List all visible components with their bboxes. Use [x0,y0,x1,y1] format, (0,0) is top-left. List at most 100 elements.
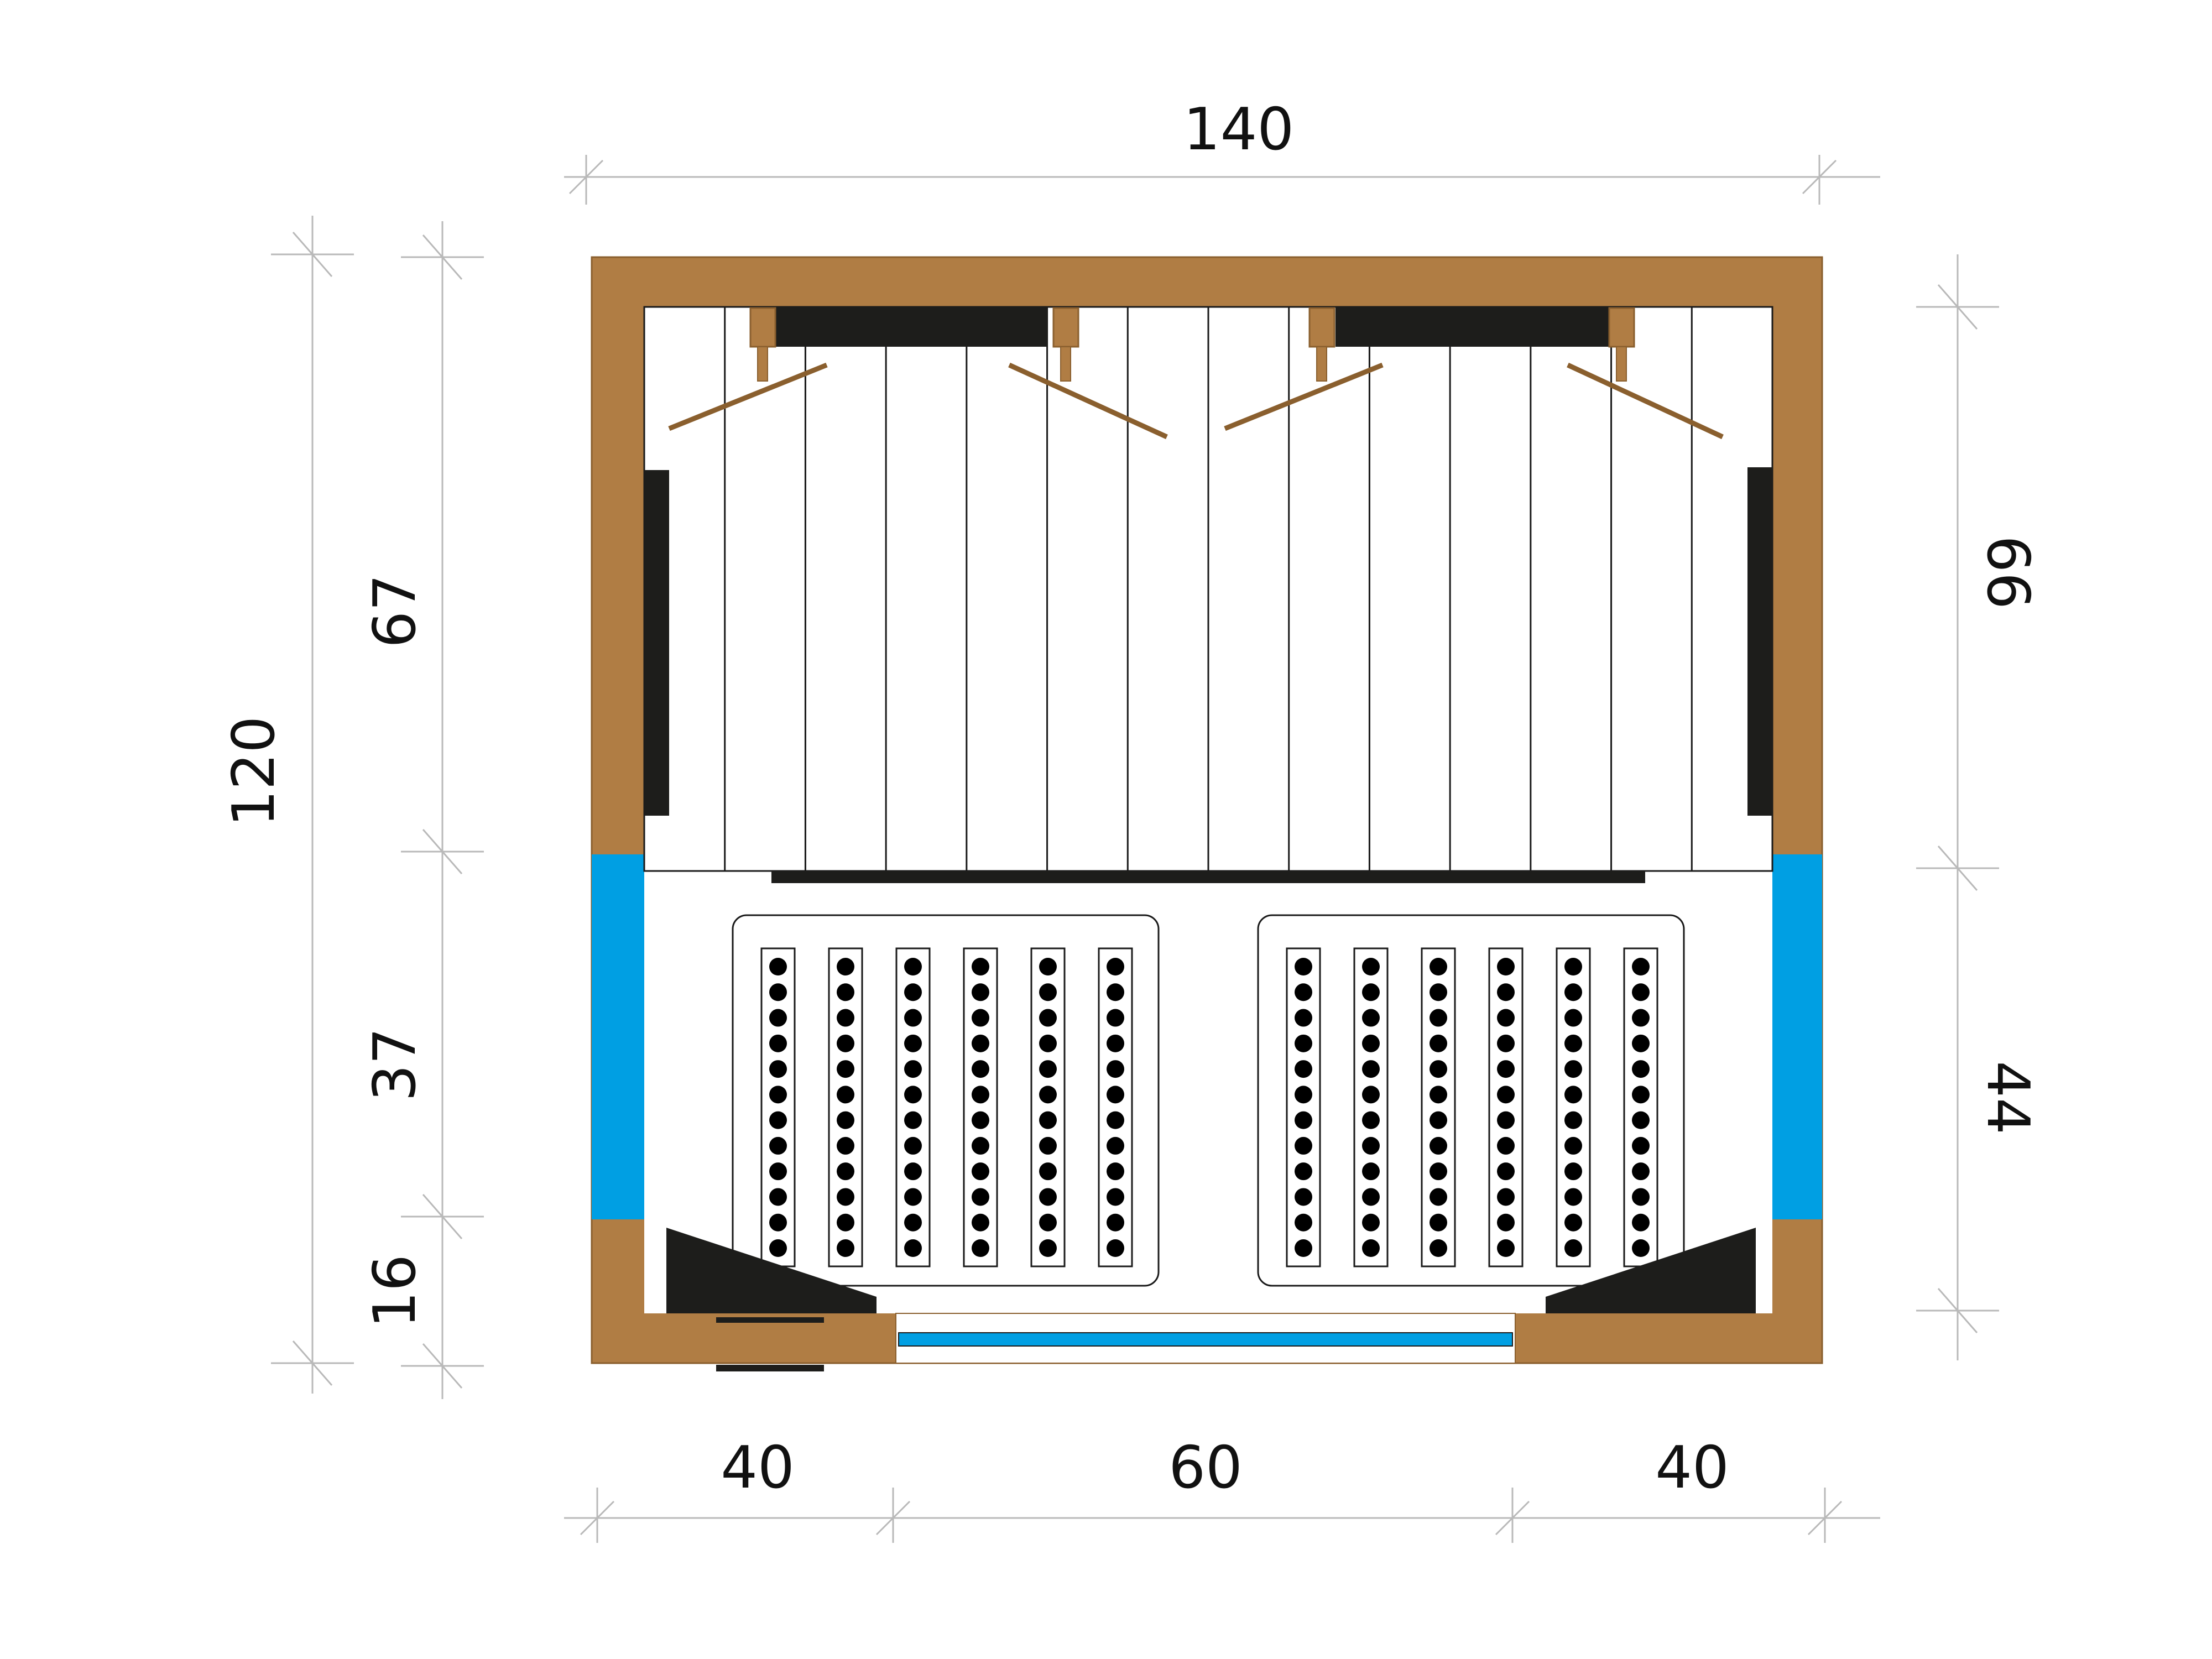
backrest-mount-4 [1567,307,1724,440]
floor-mat-dot [1362,1034,1380,1052]
dim-label-right-66: 66 [1974,535,2042,609]
floor-mat-dot [1107,1086,1124,1104]
floor-mat-dot [1497,1034,1515,1052]
dim-label-bottom-60: 60 [1168,1434,1243,1501]
floor-mat-strip [1030,947,1066,1267]
floor-mat-dot [1362,1162,1380,1181]
floor-mat-dot [1632,983,1650,1001]
floor-mat-dot [1497,1136,1515,1155]
floor-mat-dot [1430,958,1447,975]
floor-mat-dot [1564,1239,1582,1257]
door-handle-inner [716,1317,824,1323]
floor-mat-dot [1107,1009,1124,1027]
floor-mat-dot [1107,1162,1124,1181]
floor-mat-dot [1564,1136,1582,1155]
floor-mat-dot [1564,1060,1582,1078]
floor-mat-dot [1295,1136,1312,1155]
floor-mat-dot [1039,1009,1057,1027]
floor-mat-dot [837,1009,854,1027]
floor-mat-dot [1295,1060,1312,1078]
floor-mat-dot [837,983,854,1001]
floor-mat-dot [1039,1034,1057,1052]
floor-mat-dot [1362,1111,1380,1129]
floor-mat-strip [828,947,863,1267]
floor-mat-dot [972,1136,989,1155]
floor-mat-dot [1362,1136,1380,1155]
floor-mat-dot [769,1060,787,1078]
floor-mat-dot [1497,1162,1515,1181]
floor-mat-dot [837,1213,854,1232]
floor-mat-dot [972,958,989,975]
backrest-mounts [668,307,1724,440]
floor-mat-dot [837,1188,854,1206]
floor-mat-dot [904,1162,922,1181]
floor-mat-dot [904,958,922,975]
floor-mat-dot [1295,1034,1312,1052]
floor-mat-dot [972,1034,989,1052]
floor-mat-dot [1497,1009,1515,1027]
floor-mat-dot [1430,1086,1447,1104]
floor-mat-dot [1632,1239,1650,1257]
floor-mat-dot [904,1188,922,1206]
floor-mat-dot [1564,1111,1582,1129]
floor-mat-dot [1362,1060,1380,1078]
floor-mat-dot [1632,1188,1650,1206]
floor-mat-dot [1430,1111,1447,1129]
backrest-mount-1 [668,307,828,431]
floor-mat-dot [1295,1111,1312,1129]
floor-mat-dot [1632,958,1650,975]
floor-mat-dot [1107,1188,1124,1206]
floor-mat-dot [769,1136,787,1155]
floor-mat-dot [1430,1162,1447,1181]
top-dimension: 140 [564,96,1880,205]
floor-mat-dot [837,1086,854,1104]
floor-mat-dot [769,1162,787,1181]
dim-label-right-44: 44 [1974,1061,2042,1135]
floor-mat-dot [1039,1239,1057,1257]
floor-mat-dot [769,1188,787,1206]
floor-mat-dot [1497,1060,1515,1078]
floor-mat-dot [1295,1086,1312,1104]
floor-mat-dot [1564,1009,1582,1027]
floor-mat-dot [1430,1060,1447,1078]
floor-mat-dot [1039,1213,1057,1232]
floor-mat-left-columns [760,947,1133,1267]
floor-mat-dot [769,1034,787,1052]
floor-mat-dot [1564,1188,1582,1206]
floor-mat-dot [972,1188,989,1206]
floor-mat-dot [769,1111,787,1129]
floor-mat-dot [1632,1086,1650,1104]
floor-mat-dot [837,1239,854,1257]
floor-mat-dot [769,1009,787,1027]
floor-mat-dot [1564,1034,1582,1052]
floor-mat-strip [1098,947,1133,1267]
dim-label-left-67: 67 [361,574,429,648]
backrest-mount-2 [1008,307,1168,440]
floor-mat-dot [769,1086,787,1104]
floor-mat-dot [1564,1086,1582,1104]
floor-mat-strip [1286,947,1321,1267]
floor-mat-dot [1430,1034,1447,1052]
floor-mat-dot [1362,1213,1380,1232]
floor-heater-left [666,1228,877,1313]
floor-mat-dot [904,1009,922,1027]
floor-mat-dot [972,1111,989,1129]
floor-mat-dot [1497,1111,1515,1129]
floor-mat-dot [1632,1034,1650,1052]
floor-mat-dot [1497,1213,1515,1232]
floor-mat-dot [1632,1213,1650,1232]
floor-mat-dot [1497,1086,1515,1104]
dim-label-bottom-40-left: 40 [721,1434,795,1501]
floor-heater-right [1546,1228,1756,1313]
floor-mat-dot [904,1213,922,1232]
floor-mat-strip [1623,947,1658,1267]
floor-mat-dot [1107,1213,1124,1232]
heater-panel-side-right [1747,467,1772,816]
floor-mat-dot [972,1009,989,1027]
floor-mat-dot [1362,1009,1380,1027]
floor-mat-dot [1039,1086,1057,1104]
floor-mat-dot [904,1111,922,1129]
floor-mat-right [1257,914,1685,1287]
floor-mat-dot [1107,1136,1124,1155]
dim-label-left-16: 16 [361,1254,429,1328]
